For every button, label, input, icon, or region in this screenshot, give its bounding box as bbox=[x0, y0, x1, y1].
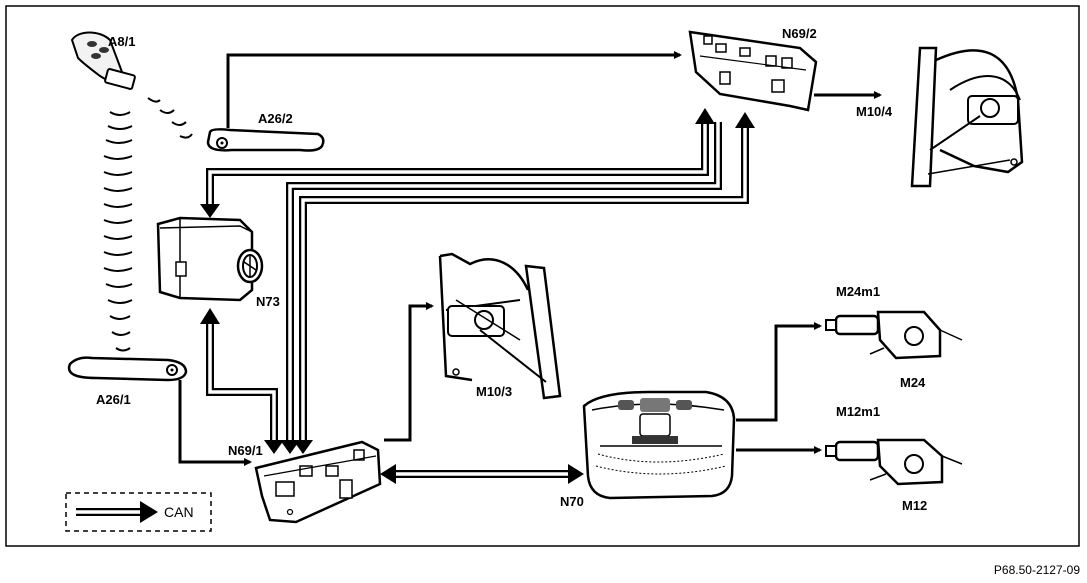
line-n70-to-m24 bbox=[736, 322, 822, 422]
label-m10-3: M10/3 bbox=[476, 384, 512, 399]
window-regulator-m10-3 bbox=[438, 252, 562, 400]
door-handle-a26-1 bbox=[67, 356, 188, 382]
remote-key-a8-1 bbox=[70, 31, 136, 90]
signal-lines bbox=[178, 51, 882, 466]
ignition-switch-n73 bbox=[156, 216, 264, 302]
can-bus-lines bbox=[200, 108, 755, 484]
line-n69-1-to-m10-3 bbox=[384, 302, 434, 442]
label-m12: M12 bbox=[902, 498, 927, 513]
window-regulator-m10-4 bbox=[910, 46, 1024, 188]
line-a26-1-to-n69-1 bbox=[178, 380, 252, 466]
label-m10-4: M10/4 bbox=[856, 104, 893, 119]
door-control-unit-n69-1 bbox=[254, 440, 382, 524]
legend-can-label: CAN bbox=[164, 504, 194, 520]
label-m12m1: M12m1 bbox=[836, 404, 880, 419]
label-a26-2: A26/2 bbox=[258, 111, 293, 126]
overhead-panel-n70 bbox=[582, 390, 736, 500]
label-a26-1: A26/1 bbox=[96, 392, 131, 407]
label-n69-2: N69/2 bbox=[782, 26, 817, 41]
diagram-frame bbox=[5, 5, 1080, 547]
actuator-m12 bbox=[825, 438, 963, 486]
label-m24: M24 bbox=[900, 375, 926, 390]
door-handle-a26-2 bbox=[206, 128, 325, 152]
actuator-m24 bbox=[825, 310, 963, 360]
label-a8-1: A8/1 bbox=[108, 34, 135, 49]
label-n70: N70 bbox=[560, 494, 584, 509]
door-control-unit-n69-2 bbox=[688, 30, 818, 112]
label-n73: N73 bbox=[256, 294, 280, 309]
line-a26-2-to-n69-2 bbox=[226, 51, 682, 128]
legend-box: CAN bbox=[65, 492, 212, 532]
label-m24m1: M24m1 bbox=[836, 284, 880, 299]
signal-waves bbox=[103, 97, 193, 352]
can-n73-to-n69-1 bbox=[206, 322, 278, 440]
label-n69-1: N69/1 bbox=[228, 443, 263, 458]
reference-code: P68.50-2127-09 bbox=[994, 563, 1080, 577]
